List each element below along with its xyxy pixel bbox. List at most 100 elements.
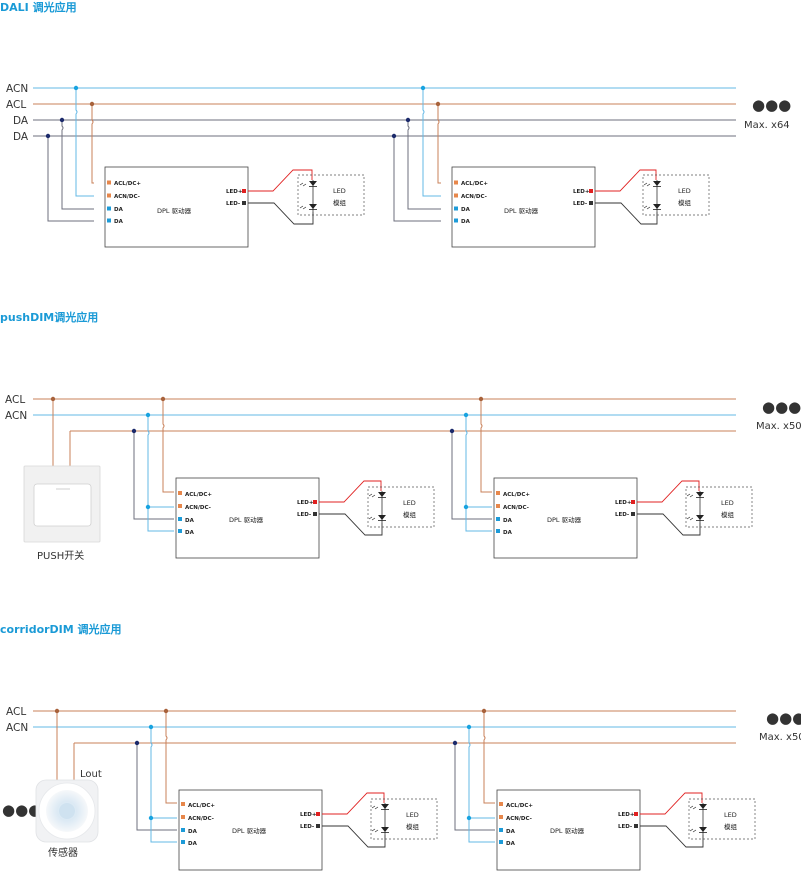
pin-label-da: DA <box>506 829 516 835</box>
pin-marker <box>499 815 503 819</box>
led-icon <box>643 204 661 210</box>
pin-label-da: DA <box>114 219 124 225</box>
pin-marker <box>107 193 111 198</box>
wire-acn <box>468 727 495 819</box>
junction-dot <box>391 133 397 139</box>
pin-label-da: DA <box>503 518 513 524</box>
wire-led-neg <box>319 513 383 536</box>
pin-label-led-neg: LED- <box>297 512 311 518</box>
pin-marker <box>631 512 635 516</box>
led-module-label: 模组 <box>406 822 420 831</box>
driver-box <box>178 789 323 871</box>
junction-dot <box>50 396 56 402</box>
sensor-label: 传感器 <box>48 846 78 859</box>
more-dots: ●●● <box>2 801 41 819</box>
pin-label-led-pos: LED+ <box>300 812 317 818</box>
pin-marker <box>496 517 500 521</box>
driver-label: DPL 驱动器 <box>504 207 539 215</box>
push-switch[interactable] <box>23 465 101 543</box>
bus-label-acl: ACL <box>6 99 26 111</box>
driver-label: DPL 驱动器 <box>550 827 585 835</box>
driver-label: DPL 驱动器 <box>229 516 264 524</box>
pin-label-led-neg: LED- <box>300 824 314 830</box>
led-module-label: LED <box>724 811 737 819</box>
pin-marker <box>454 193 458 198</box>
led-icon <box>368 515 386 521</box>
wire-led-pos <box>319 480 382 503</box>
section-corridordim: corridorDIM 调光应用 ACL ACN ●●● Max. x50 Lo… <box>0 622 801 871</box>
driver-label: DPL 驱动器 <box>232 827 267 835</box>
driver-unit: ACL/DC+ ACN/DC- DA DA DPL 驱动器 LED+ LED- … <box>449 396 753 559</box>
section-title-corridordim: corridorDIM 调光应用 <box>0 622 122 636</box>
motion-sensor[interactable] <box>35 779 99 843</box>
pin-label-led-pos: LED+ <box>573 189 590 195</box>
pin-marker <box>107 180 111 185</box>
driver-unit: ACL/DC+ ACN/DC- DA DA DPL 驱动器 LED+ LED- … <box>391 85 710 248</box>
pin-label-led-pos: LED+ <box>618 812 635 818</box>
pin-marker <box>631 500 635 504</box>
wire-acn <box>150 727 177 819</box>
pin-marker <box>499 802 503 806</box>
max-count-label: Max. x64 <box>744 120 790 131</box>
wire-led-neg <box>637 513 701 536</box>
led-module-box <box>685 486 753 528</box>
pin-label-acl: ACL/DC+ <box>188 803 215 809</box>
wire-da-2 <box>393 136 441 222</box>
led-module-label: LED <box>406 811 419 819</box>
junction-dot <box>145 504 151 510</box>
pin-label-da: DA <box>506 841 516 847</box>
wire-led-pos <box>595 169 657 192</box>
bus-label-acn: ACN <box>5 410 27 422</box>
pin-marker <box>178 517 182 521</box>
wire-acl <box>483 711 495 804</box>
pin-label-led-neg: LED- <box>615 512 629 518</box>
wire-acl <box>480 399 492 493</box>
wire-led-pos <box>640 792 703 815</box>
led-module-label: 模组 <box>403 510 417 519</box>
pin-marker <box>589 189 593 193</box>
led-icon <box>686 492 704 498</box>
wire-acn <box>422 88 441 197</box>
led-icon <box>686 515 704 521</box>
wire-acl <box>91 104 94 184</box>
wire-da-1 <box>61 120 94 210</box>
bus-label-da-1: DA <box>13 115 29 127</box>
bus-label-da-2: DA <box>13 131 29 143</box>
led-module-box <box>370 798 438 840</box>
section-title-pushdim: pushDIM调光应用 <box>0 310 98 324</box>
max-count-label: Max. x50 <box>759 732 801 743</box>
junction-dot <box>45 133 51 139</box>
junction-dot <box>163 708 169 714</box>
pin-label-da: DA <box>185 518 195 524</box>
junction-dot <box>449 428 455 434</box>
pin-marker <box>454 206 458 211</box>
junction-dot <box>478 396 484 402</box>
led-module-label: LED <box>678 187 691 195</box>
pin-marker <box>634 824 638 828</box>
pin-marker <box>454 180 458 185</box>
pin-marker <box>242 189 246 193</box>
pin-label-da: DA <box>114 207 124 213</box>
pin-label-da: DA <box>461 207 471 213</box>
wire-acl <box>165 711 177 804</box>
pin-label-acn: ACN/DC- <box>114 194 140 200</box>
pin-marker <box>181 840 185 844</box>
wire-led-neg <box>248 202 314 225</box>
pin-marker <box>178 491 182 495</box>
driver-box <box>493 477 638 559</box>
more-dots: ●●● <box>762 398 801 416</box>
pin-marker <box>496 491 500 495</box>
wire-acn <box>147 415 174 508</box>
led-icon <box>689 827 707 833</box>
pin-marker <box>107 218 111 223</box>
pin-label-acl: ACL/DC+ <box>503 492 530 498</box>
led-icon <box>299 204 317 210</box>
pin-label-da: DA <box>461 219 471 225</box>
led-icon <box>368 492 386 498</box>
wire-da-1 <box>133 431 174 520</box>
pin-marker <box>107 206 111 211</box>
junction-dot <box>420 85 426 91</box>
pin-label-acl: ACL/DC+ <box>461 181 488 187</box>
driver-box <box>175 477 320 559</box>
